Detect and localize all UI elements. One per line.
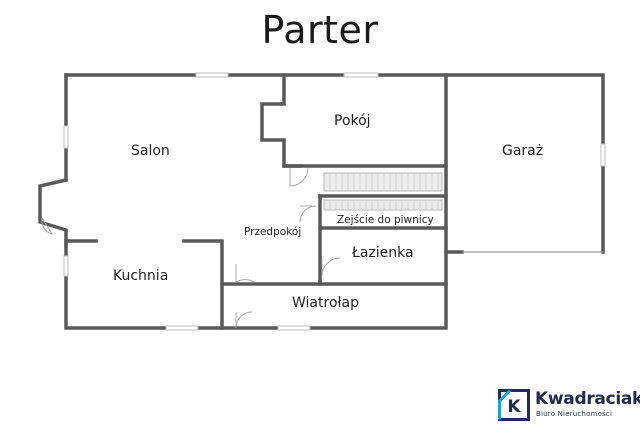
window <box>195 72 229 78</box>
window <box>343 72 379 78</box>
staircase <box>323 172 443 211</box>
window <box>165 325 199 331</box>
outer-wall <box>64 73 448 330</box>
window <box>600 143 606 167</box>
door-swing <box>235 264 255 283</box>
door-swing <box>41 217 54 235</box>
room-label-przedpokoj: Przedpokój <box>244 226 302 238</box>
room-label-zejscie: Zejście do piwnicy <box>337 214 434 226</box>
room-label-lazienka: Łazienka <box>352 245 414 261</box>
page-title: Parter <box>261 8 379 52</box>
kuchnia-wall-2 <box>182 239 224 330</box>
door-swing <box>235 311 253 329</box>
garage-wall <box>444 73 605 254</box>
window <box>63 255 69 277</box>
room-label-kuchnia: Kuchnia <box>113 268 169 284</box>
room-label-pokoj: Pokój <box>334 113 371 129</box>
logo-name: Kwadraciak <box>535 389 640 409</box>
window <box>63 125 69 149</box>
room-label-salon: Salon <box>131 143 170 159</box>
room-label-garaz: Garaż <box>502 143 544 159</box>
door-swing <box>289 167 309 187</box>
logo-mark-letter: K <box>507 397 521 417</box>
room-label-wiatrolap: Wiatrołap <box>292 295 359 311</box>
door-swing <box>321 257 341 277</box>
window <box>277 325 311 331</box>
brand-logo: K Kwadraciak Biuro Nieruchomości <box>498 389 640 423</box>
door-swing <box>299 205 317 223</box>
logo-subtitle: Biuro Nieruchomości <box>536 410 613 418</box>
bay-window-wall <box>38 177 69 247</box>
logo-mark-icon: K <box>498 389 530 421</box>
